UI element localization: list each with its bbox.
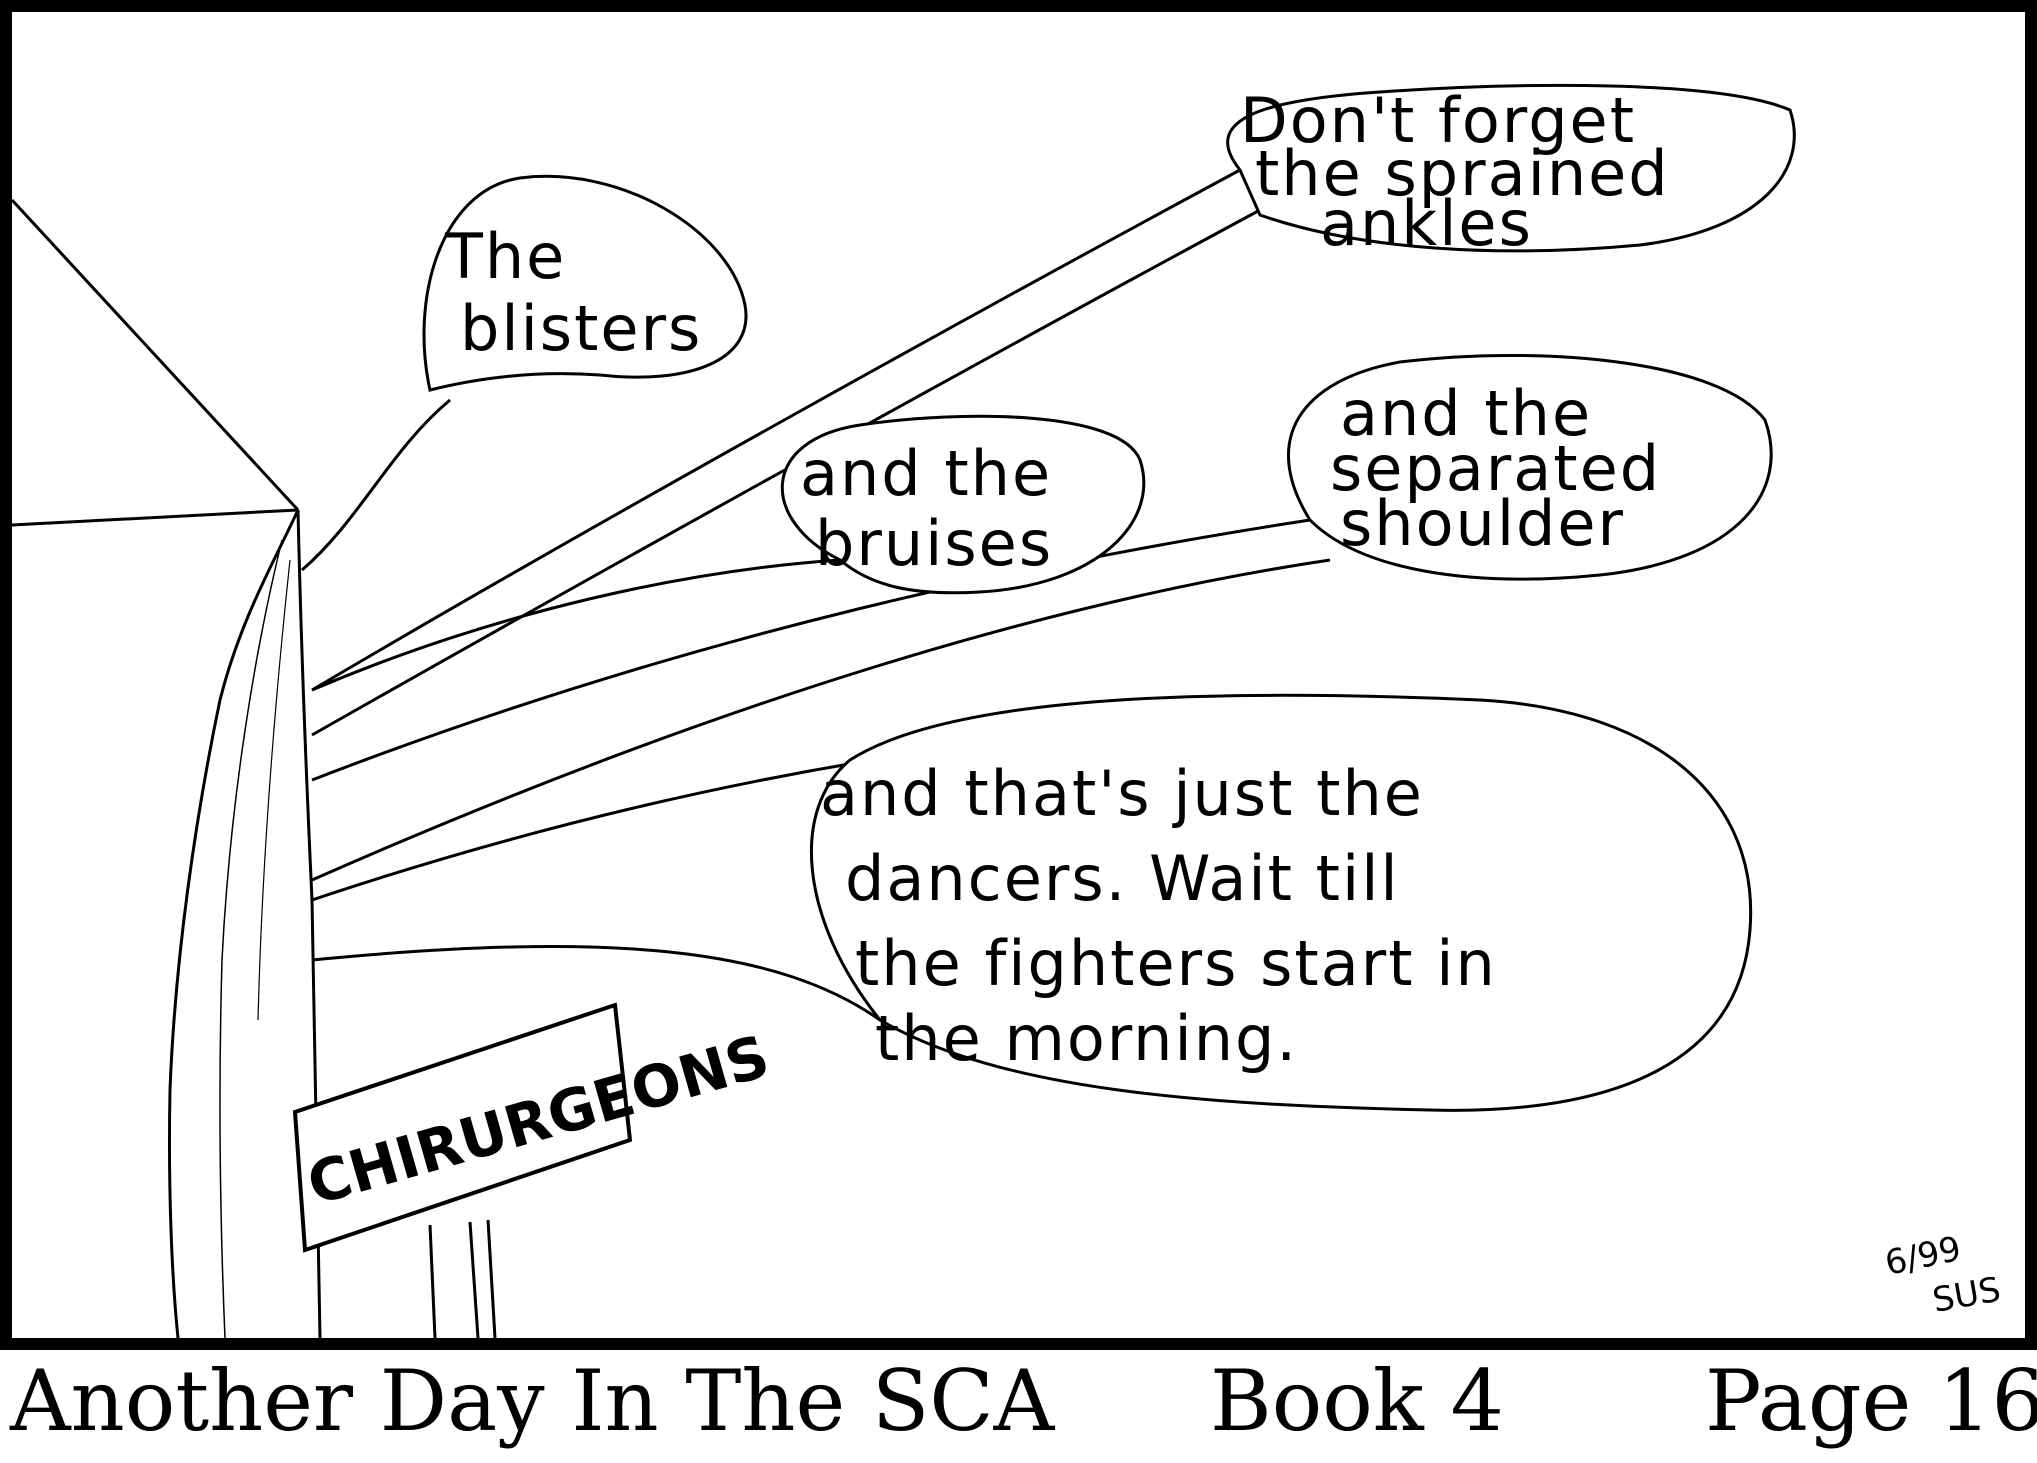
shoulder-line-3: shoulder — [1340, 487, 1625, 560]
tail-bruises — [311, 558, 841, 692]
dancers-line-1: and that's just the — [820, 757, 1424, 830]
tail-dancers-b — [311, 945, 881, 1022]
ankles-line-1: Don't forget — [1240, 84, 1636, 157]
shoulder-line-2: separated — [1330, 432, 1661, 505]
bubble-ankles — [1226, 83, 1796, 253]
tent-roof-upper-edge — [10, 198, 300, 512]
bruises-line-2: bruises — [815, 507, 1053, 580]
tail-ankles-a — [311, 168, 1241, 692]
tent-roof-lower-edge — [11, 508, 299, 527]
tent-drawing — [10, 198, 322, 1339]
comic-footer: Another Day In The SCA Book 4 Page 16 — [0, 1348, 2037, 1463]
bubble-text-dancers: and that's just the dancers. Wait till t… — [820, 757, 1497, 1075]
sign-posts — [428, 1219, 497, 1339]
tail-shoulder-a — [311, 518, 1311, 782]
blisters-line-1: The — [444, 220, 566, 293]
bubble-shoulder — [1286, 353, 1773, 581]
ankles-line-2: the sprained — [1255, 137, 1670, 210]
bubble-blisters — [422, 174, 748, 392]
shoulder-line-1: and the — [1340, 377, 1592, 450]
bubble-text-bruises: and the bruises — [800, 437, 1053, 580]
bubble-dancers — [809, 693, 1753, 1112]
footer-page-number: Page 16 — [1705, 1352, 2037, 1450]
dancers-line-3: the fighters start in — [855, 927, 1497, 1000]
bruises-line-1: and the — [800, 437, 1052, 510]
speech-bubbles — [422, 83, 1796, 1112]
bubble-bruises — [780, 414, 1146, 595]
blisters-line-2: blisters — [460, 292, 702, 365]
sign-board — [292, 1002, 633, 1253]
footer-book-number: Book 4 — [1210, 1352, 1504, 1450]
dancers-line-4: the morning. — [875, 1002, 1298, 1075]
bubble-text-blisters: The blisters — [444, 220, 702, 365]
tail-blisters — [301, 398, 451, 572]
tent-flap-shading-2 — [257, 559, 291, 1021]
bubble-text-ankles: Don't forget the sprained ankles — [1240, 84, 1670, 260]
tail-shoulder-b — [311, 558, 1331, 882]
bubble-text-shoulder: and the separated shoulder — [1330, 377, 1661, 560]
tent-flap-shading — [219, 539, 283, 1339]
footer-title: Another Day In The SCA — [10, 1352, 1055, 1450]
ankles-line-3: ankles — [1320, 187, 1533, 260]
dancers-line-2: dancers. Wait till — [845, 842, 1400, 915]
tent-flap-left — [167, 509, 300, 1339]
